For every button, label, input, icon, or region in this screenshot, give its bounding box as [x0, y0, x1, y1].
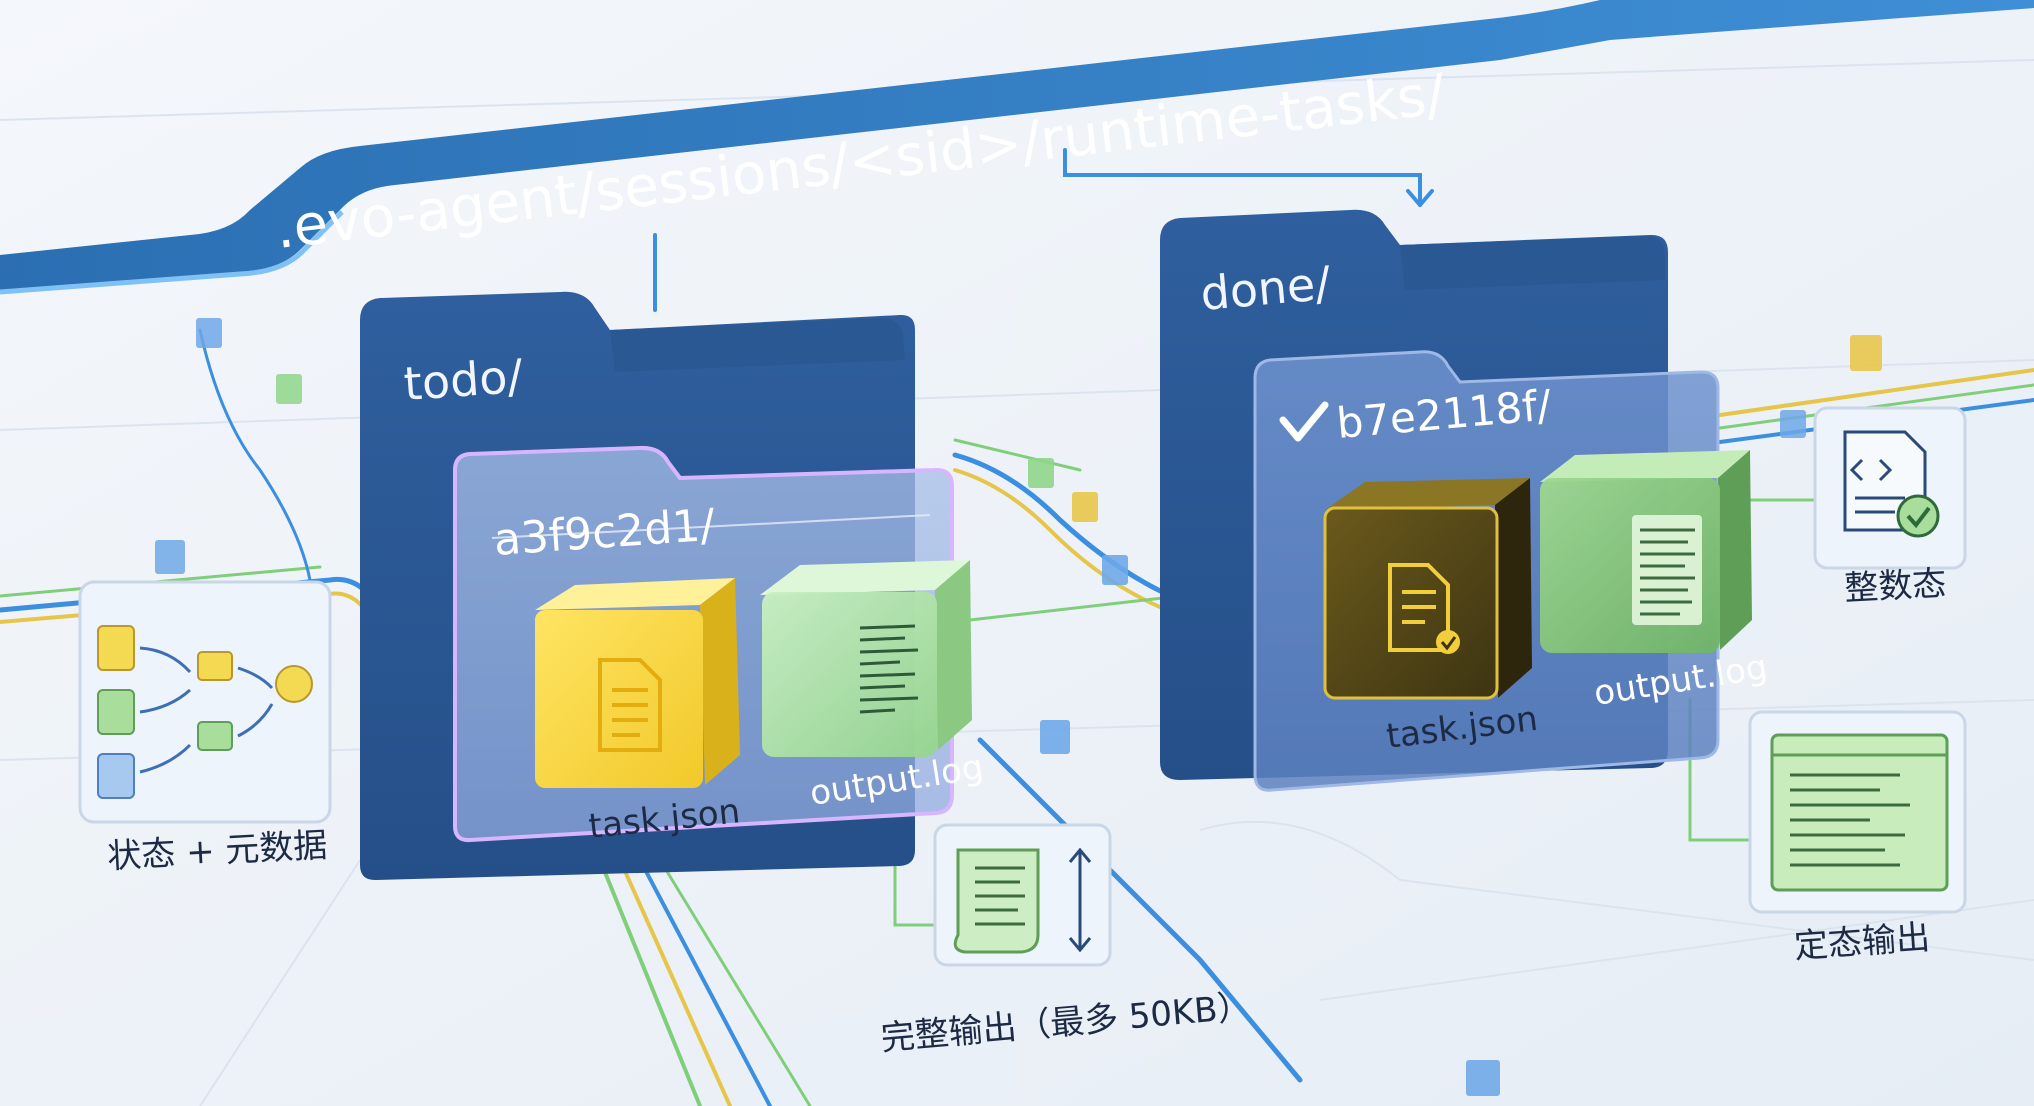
checkmark-icon	[1279, 401, 1329, 442]
todo-output-log-cube[interactable]	[760, 560, 972, 757]
log-window-icon	[1632, 515, 1702, 625]
done-folder-label: done/	[1198, 256, 1333, 321]
code-document-check-icon	[1843, 430, 1940, 538]
integer-state-card: 整数态	[1813, 406, 1967, 609]
document-icon	[598, 658, 662, 752]
done-output-log-cube[interactable]	[1540, 450, 1752, 653]
fixed-output-caption: 定态输出	[1793, 918, 1931, 967]
state-metadata-card: 状态 + 元数据	[78, 580, 332, 877]
integer-state-caption: 整数态	[1843, 564, 1947, 609]
document-check-icon	[1388, 563, 1460, 654]
log-lines-icon	[859, 624, 919, 714]
metadata-files-icon	[97, 625, 313, 799]
log-window-icon	[1770, 733, 1949, 892]
todo-folder-label: todo/	[402, 349, 525, 411]
scroll-document-icon	[953, 847, 1092, 954]
todo-task-folder[interactable]: a3f9c2d1/ task.json output.log	[453, 445, 986, 847]
todo-task-json-cube[interactable]	[535, 578, 740, 788]
done-task-json-cube[interactable]	[1323, 478, 1532, 700]
data-wires	[0, 148, 2034, 1106]
fixed-output-card: 定态输出	[1748, 710, 1967, 967]
done-task-folder[interactable]: b7e2118f/ task.json	[1253, 350, 1770, 792]
